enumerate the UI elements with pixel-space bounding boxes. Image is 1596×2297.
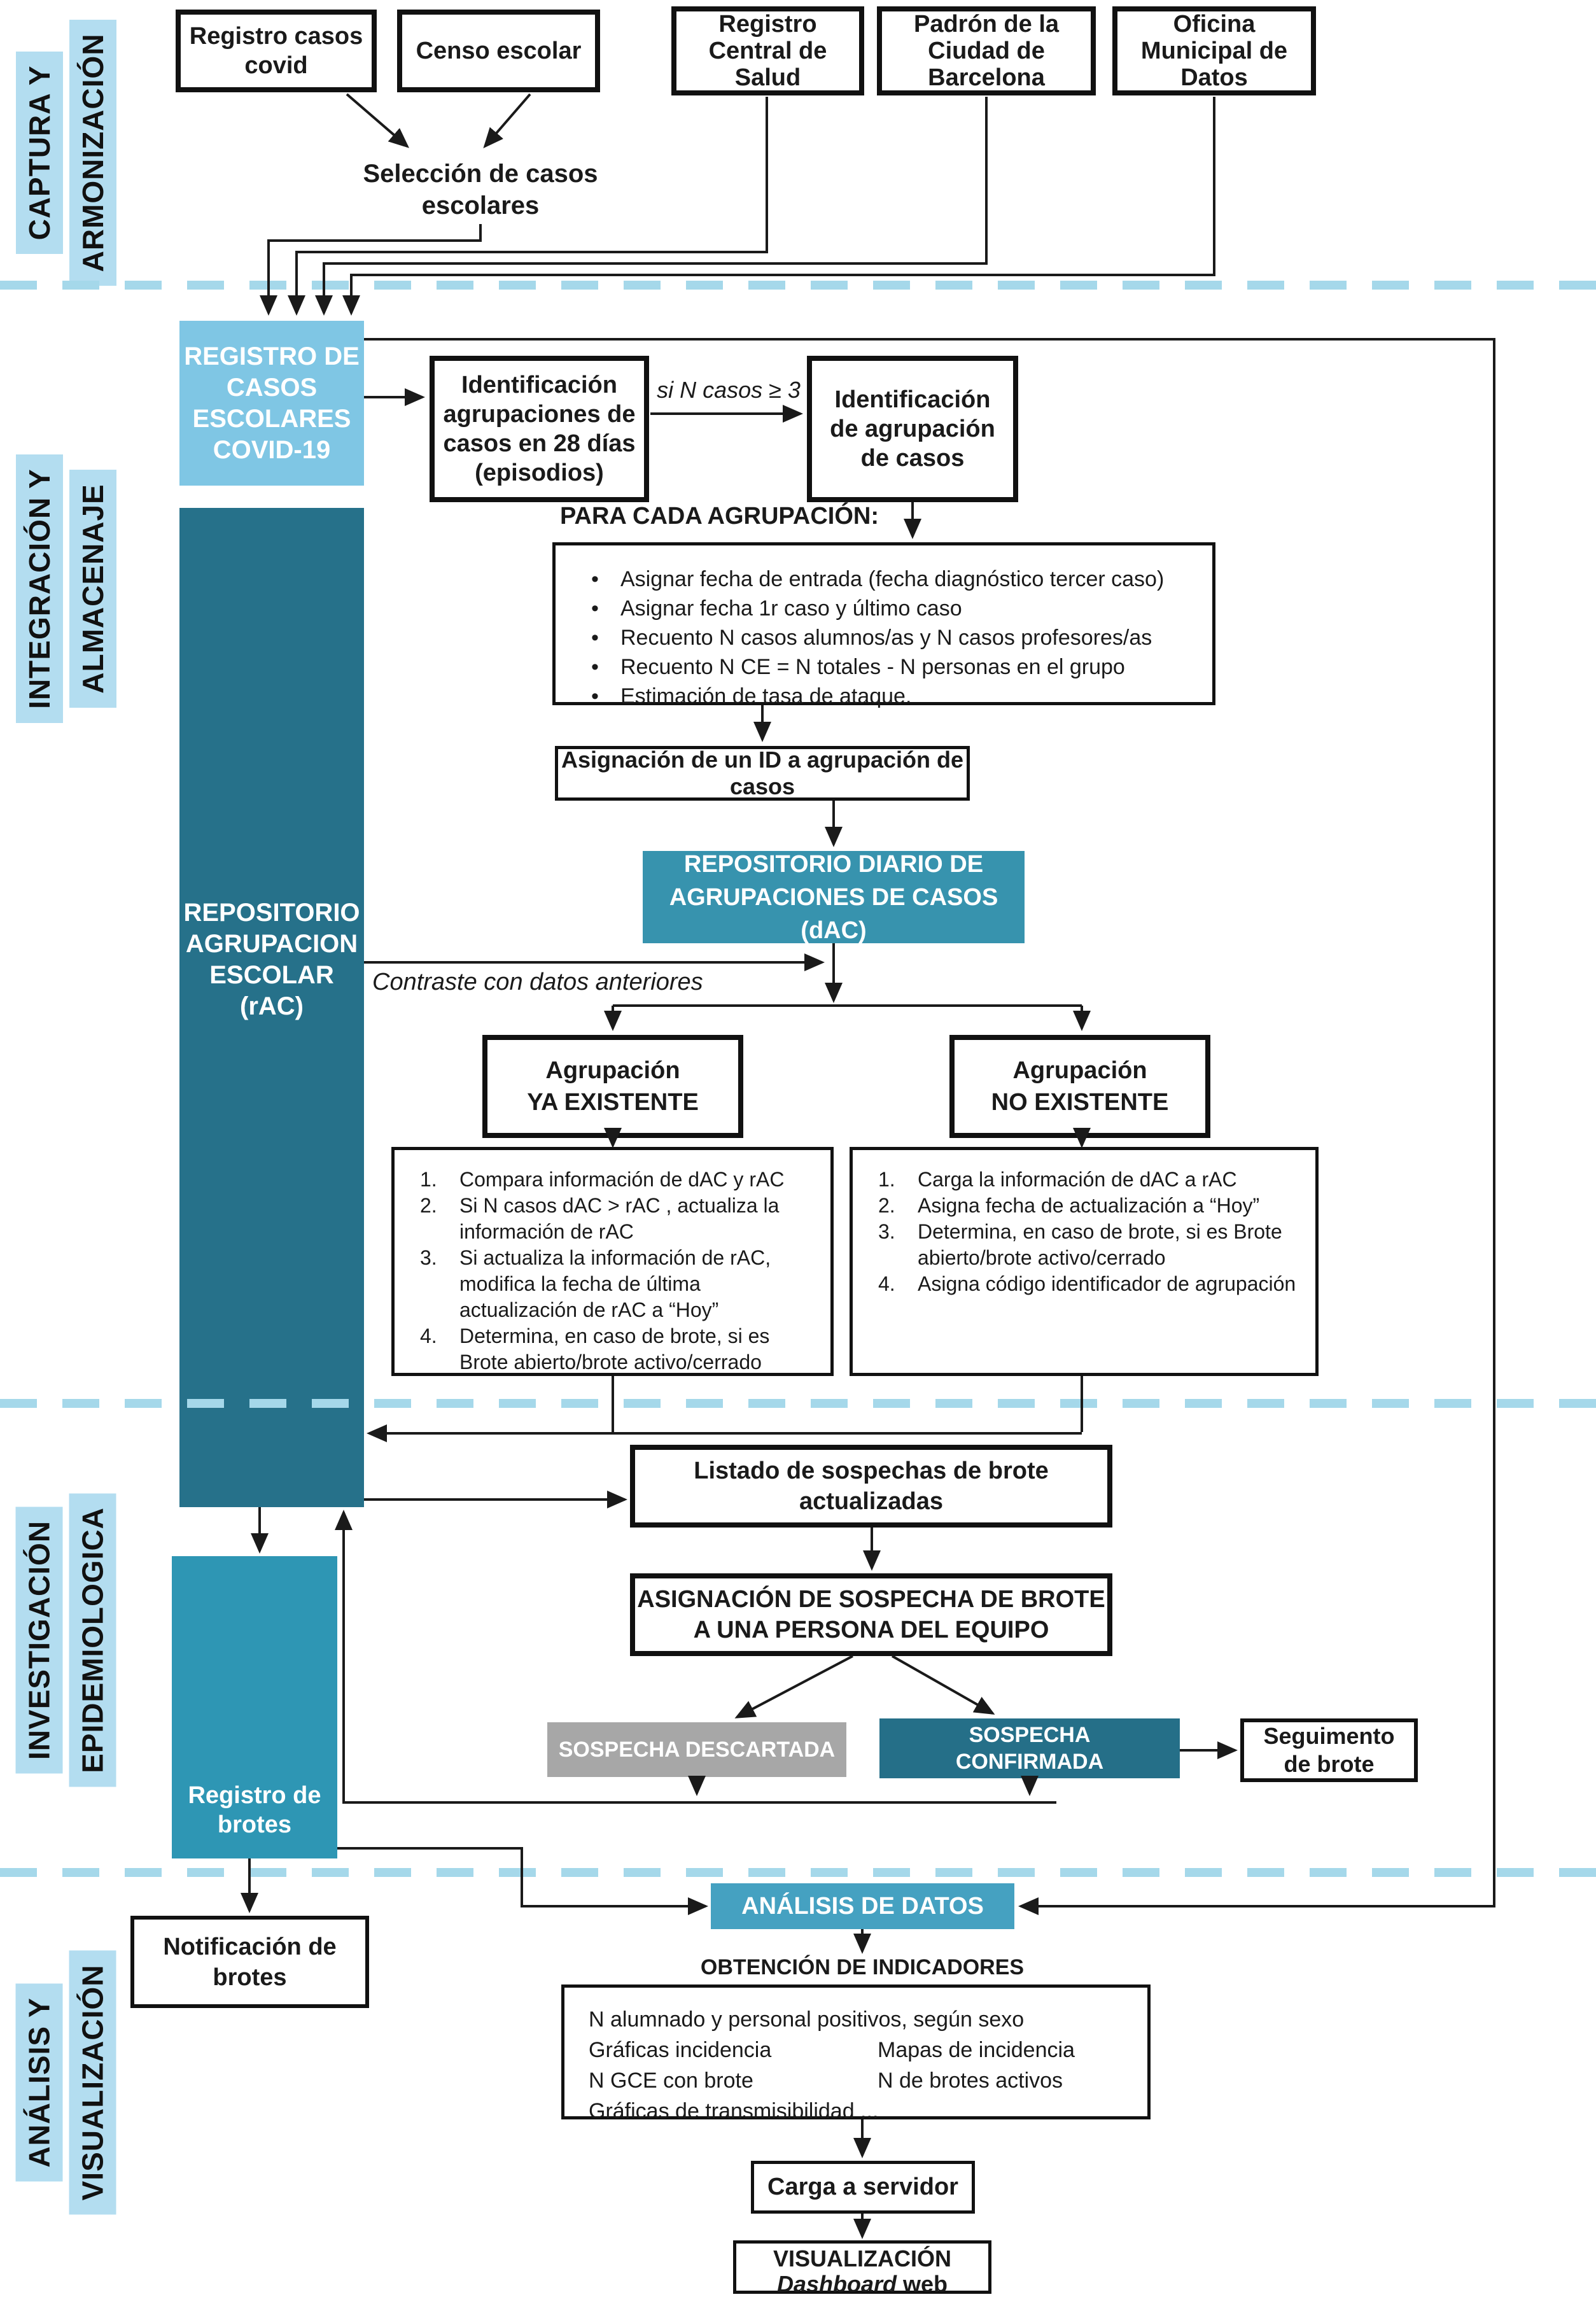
no-step: Determina, en caso de brote, si es Brote… — [878, 1219, 1282, 1269]
section-band-analisis: ANÁLISIS Y VISUALIZACIÓN — [15, 1900, 116, 2266]
section-band-integracion-line2: ALMACENAJE — [69, 470, 116, 708]
para-cada-agrupacion-title: PARA CADA AGRUPACIÓN: — [560, 503, 879, 530]
section-band-captura: CAPTURA Y ARMONIZACIÓN — [16, 19, 116, 286]
section-band-investigacion-line2: EPIDEMIOLOGICA — [69, 1493, 116, 1787]
no-step: Asigna código identificador de agrupació… — [878, 1271, 1296, 1297]
ya-step: Si N casos dAC > rAC , actualiza la info… — [420, 1193, 780, 1243]
arrow-covid-to-seleccion — [346, 93, 410, 148]
arrow-asignacion-to-confirmada — [892, 1655, 995, 1715]
section-band-integracion-line1: INTEGRACIÓN Y — [16, 454, 63, 723]
seguimiento-brote-box: Seguimento de brote — [1240, 1718, 1418, 1782]
section-band-integracion: INTEGRACIÓN Y ALMACENAJE — [16, 331, 116, 846]
indicator-line: N alumnado y personal positivos, según s… — [589, 2007, 1025, 2032]
dashboard-word: Dashboard — [776, 2271, 897, 2297]
source-box-censo-escolar: Censo escolar — [397, 10, 600, 92]
para-cada-agrupacion-box: Asignar fecha de entrada (fecha diagnóst… — [552, 542, 1215, 711]
sospecha-descartada-box: SOSPECHA DESCARTADA — [547, 1722, 846, 1777]
identificacion-agrupacion-box: Identificación de agrupación de casos — [807, 356, 1018, 502]
visualizacion-box: VISUALIZACIÓN Dashboard web — [733, 2240, 991, 2297]
ya-existente-steps-box: Compara información de dAC y rAC Si N ca… — [391, 1147, 834, 1376]
source-box-oficina-municipal: Oficina Municipal de Datos — [1112, 6, 1316, 95]
repositorio-agrupacion-escolar-box: REPOSITORIO AGRUPACION ESCOLAR (rAC) — [179, 508, 364, 1507]
section-band-captura-line2: ARMONIZACIÓN — [69, 19, 116, 286]
visualizacion-line2: Dashboard web — [736, 2272, 988, 2297]
para-cada-item: Asignar fecha 1r caso y último caso — [575, 594, 1200, 623]
asignacion-sospecha-box: ASIGNACIÓN DE SOSPECHA DE BROTE A UNA PE… — [630, 1573, 1112, 1656]
asignacion-id-box: Asignación de un ID a agrupación de caso… — [555, 746, 970, 801]
indicator-cell: Gráficas incidencia — [589, 2038, 772, 2062]
arrow-registro-brotes-to-analisis — [337, 1847, 708, 1915]
ya-step: Si actualiza la información de rAC, modi… — [420, 1245, 771, 1321]
visualizacion-line1: VISUALIZACIÓN — [773, 2245, 951, 2272]
section-band-analisis-line1: ANÁLISIS Y — [15, 1983, 63, 2182]
agrupacion-no-existente-box: Agrupación NO EXISTENTE — [949, 1035, 1210, 1138]
indicator-row: N GCE con brote N de brotes activos — [589, 2065, 1147, 2096]
repositorio-diario-dac-box: REPOSITORIO DIARIO DE AGRUPACIONES DE CA… — [643, 851, 1025, 944]
para-cada-item: Estimación de tasa de ataque. — [575, 682, 1200, 711]
notificacion-brotes-box: Notificación de brotes — [130, 1916, 369, 2008]
indicator-cell: N GCE con brote — [589, 2069, 753, 2093]
para-cada-list: Asignar fecha de entrada (fecha diagnóst… — [556, 545, 1212, 711]
arrow-seleccion-to-registro — [260, 224, 482, 316]
para-cada-item: Asignar fecha de entrada (fecha diagnóst… — [575, 565, 1200, 594]
agrupacion-ya-existente-box: Agrupación YA EXISTENTE — [482, 1035, 743, 1138]
listado-sospechas-box: Listado de sospechas de brote actualizad… — [630, 1445, 1112, 1528]
indicadores-box: N alumnado y personal positivos, según s… — [561, 1984, 1151, 2123]
arrow-censo-to-seleccion — [483, 93, 531, 149]
section-band-investigacion: INVESTIGACIÓN EPIDEMIOLOGICA — [15, 1432, 116, 1849]
identificacion-agrupaciones-box: Identificación agrupaciones de casos en … — [430, 356, 649, 502]
ya-existente-steps-list: Compara información de dAC y rAC Si N ca… — [395, 1150, 830, 1375]
section-band-captura-line1: CAPTURA Y — [16, 51, 63, 255]
registro-brotes-box: Registro de brotes — [172, 1556, 337, 1858]
no-step: Asigna fecha de actualización a “Hoy” — [878, 1193, 1260, 1219]
source-box-registro-casos-covid: Registro casos covid — [176, 10, 377, 92]
indicator-row: Gráficas incidencia Mapas de incidencia — [589, 2035, 1147, 2065]
indicator-cell: N de brotes activos — [878, 2069, 1063, 2093]
registro-casos-escolares-box: REGISTRO DE CASOS ESCOLARES COVID-19 — [179, 321, 364, 486]
web-word: web — [897, 2271, 948, 2297]
ya-step: Compara información de dAC y rAC — [420, 1167, 785, 1193]
carga-servidor-box: Carga a servidor — [751, 2161, 975, 2214]
sospecha-confirmada-box: SOSPECHA CONFIRMADA — [879, 1718, 1180, 1778]
indicator-cell: Mapas de incidencia — [878, 2038, 1075, 2062]
seleccion-casos-label: Selección de casos escolares — [363, 160, 598, 220]
condition-label: si N casos ≥ 3 — [657, 377, 801, 403]
analisis-datos-box: ANÁLISIS DE DATOS — [711, 1883, 1014, 1929]
no-step: Carga la información de dAC a rAC — [878, 1167, 1237, 1193]
section-band-analisis-line2: VISUALIZACIÓN — [69, 1950, 116, 2215]
section-band-investigacion-line1: INVESTIGACIÓN — [15, 1507, 63, 1774]
contraste-label: Contraste con datos anteriores — [372, 969, 703, 995]
para-cada-item: Recuento N casos alumnos/as y N casos pr… — [575, 623, 1200, 652]
obtencion-indicadores-title: OBTENCIÓN DE INDICADORES — [700, 1955, 1025, 1979]
para-cada-item: Recuento N CE = N totales - N personas e… — [575, 652, 1200, 682]
ya-step: Determina, en caso de brote, si es Brote… — [420, 1323, 770, 1373]
arrow-asignacion-to-descartada — [734, 1655, 853, 1718]
no-existente-steps-list: Carga la información de dAC a rAC Asigna… — [853, 1150, 1315, 1297]
source-box-padron-barcelona: Padrón de la Ciudad de Barcelona — [877, 6, 1096, 95]
no-existente-steps-box: Carga la información de dAC a rAC Asigna… — [850, 1147, 1319, 1376]
indicator-line: Gráficas de transmisibilidad ... — [589, 2099, 879, 2123]
source-box-registro-central-salud: Registro Central de Salud — [671, 6, 864, 95]
